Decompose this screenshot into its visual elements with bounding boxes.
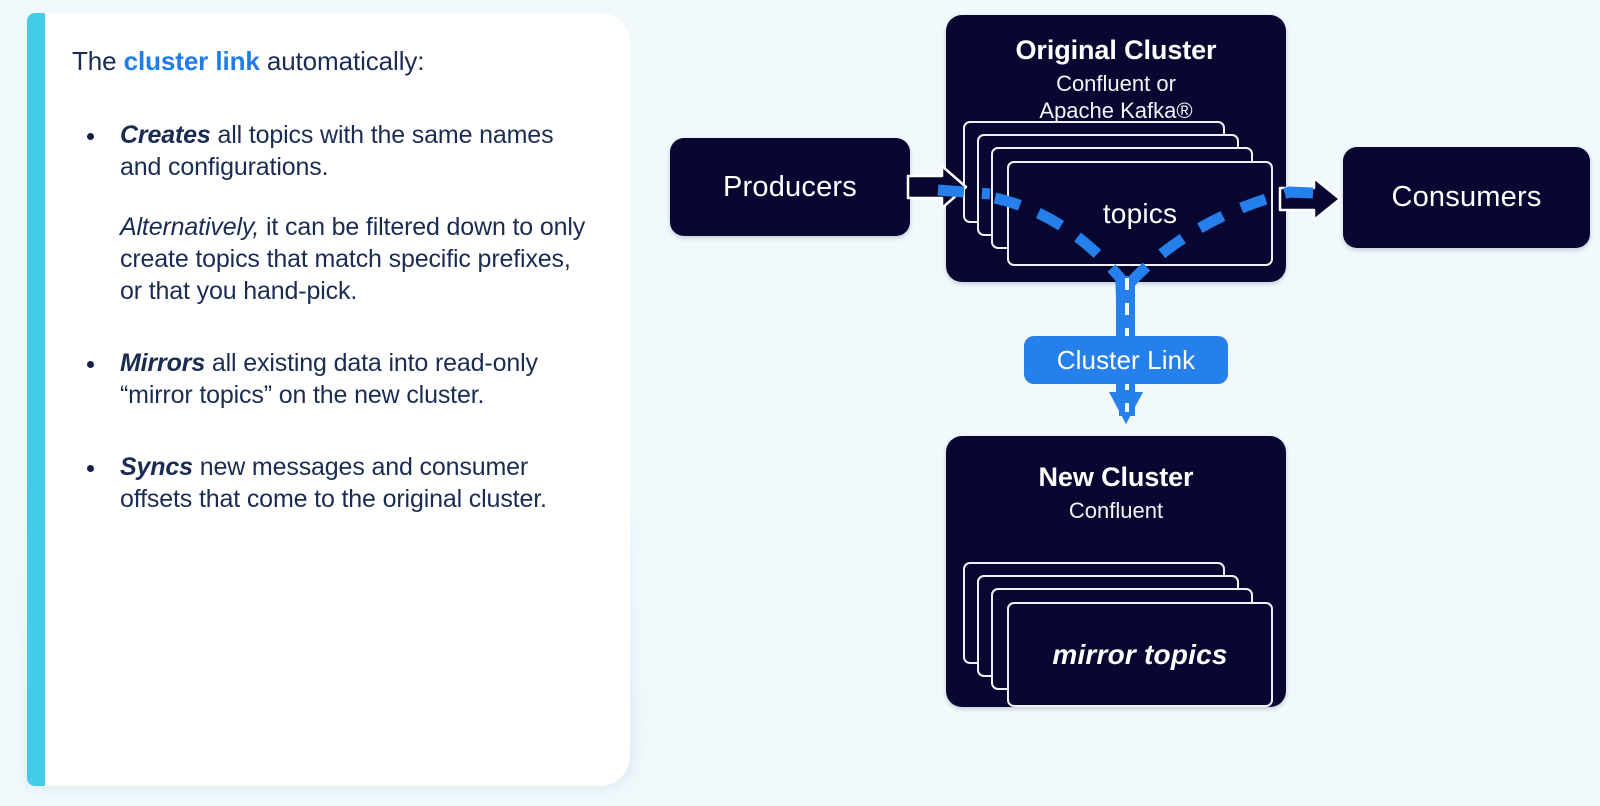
- bullet-text-3: Syncs new messages and consumer offsets …: [120, 451, 592, 515]
- architecture-diagram: Producers Consumers Original Cluster Con…: [650, 0, 1600, 806]
- bullet-dot-icon: [87, 361, 94, 369]
- new-cluster-subtitle-line1: Confluent: [1068, 498, 1164, 523]
- lede-before: The: [72, 46, 124, 76]
- new-cluster-title: New Cluster: [1038, 462, 1194, 492]
- blue-dashed-dataflow: [937, 184, 1314, 289]
- bullet-lead-3: Syncs: [120, 453, 193, 482]
- producers-box: Producers: [670, 138, 910, 236]
- bullet-text-2: Mirrors all existing data into read-only…: [120, 347, 592, 411]
- consumers-box: Consumers: [1343, 147, 1590, 248]
- topics-sheet-front: topics: [1007, 161, 1273, 266]
- lede-after: automatically:: [259, 46, 425, 76]
- original-cluster-subtitle-line2: Apache Kafka®: [1039, 97, 1193, 123]
- card-accent-bar: [27, 13, 45, 786]
- bullet-body-1: all topics with the same names and confi…: [120, 121, 554, 182]
- bullet-lead-1: Creates: [120, 121, 211, 150]
- feature-bullet-list: Creates all topics with the same names a…: [72, 119, 592, 515]
- producers-label: Producers: [723, 170, 857, 203]
- explainer-card: [27, 13, 630, 786]
- card-content: The cluster link automatically: Creates …: [72, 44, 592, 515]
- bullet-note-body-1: it can be filtered down to only create t…: [120, 213, 586, 306]
- bullet-dot-icon: [87, 465, 94, 473]
- original-cluster-box: Original Cluster Confluent or Apache Kaf…: [946, 15, 1286, 282]
- bullet-lead-2: Mirrors: [120, 349, 206, 378]
- bullet-note-1: Alternatively, it can be filtered down t…: [120, 211, 592, 307]
- topics-stack: topics: [963, 121, 1273, 266]
- bullet-text-1: Creates all topics with the same names a…: [120, 119, 592, 183]
- mirror-topics-label: mirror topics: [1052, 638, 1228, 670]
- original-cluster-subtitle-line1: Confluent or: [1056, 71, 1176, 96]
- list-item: Mirrors all existing data into read-only…: [72, 347, 592, 411]
- lede-highlight: cluster link: [123, 46, 260, 76]
- list-item: Creates all topics with the same names a…: [72, 119, 592, 307]
- mirror-topics-stack: mirror topics: [963, 562, 1273, 707]
- arrow-producers-to-original: [906, 164, 968, 210]
- bullet-note-lead-1: Alternatively,: [120, 213, 260, 242]
- original-cluster-title: Original Cluster: [1015, 35, 1217, 65]
- card-lede: The cluster link automatically:: [72, 44, 592, 79]
- mirror-sheet-front: mirror topics: [1007, 602, 1273, 707]
- original-cluster-subtitle: Confluent or Apache Kafka®: [946, 71, 1286, 125]
- cluster-link-badge[interactable]: Cluster Link: [1024, 336, 1228, 384]
- bullet-body-2: all existing data into read-only “mirror…: [120, 349, 538, 410]
- topics-label: topics: [1102, 197, 1178, 229]
- bullet-dot-icon: [87, 133, 94, 141]
- list-item: Syncs new messages and consumer offsets …: [72, 451, 592, 515]
- new-cluster-subtitle: Confluent: [946, 498, 1286, 525]
- bullet-body-3: new messages and consumer offsets that c…: [120, 453, 547, 514]
- new-cluster-box: New Cluster Confluent mirror topics: [946, 436, 1286, 707]
- cluster-link-label: Cluster Link: [1056, 344, 1196, 375]
- consumers-label: Consumers: [1391, 181, 1542, 213]
- connector-layer-front: [937, 184, 1314, 424]
